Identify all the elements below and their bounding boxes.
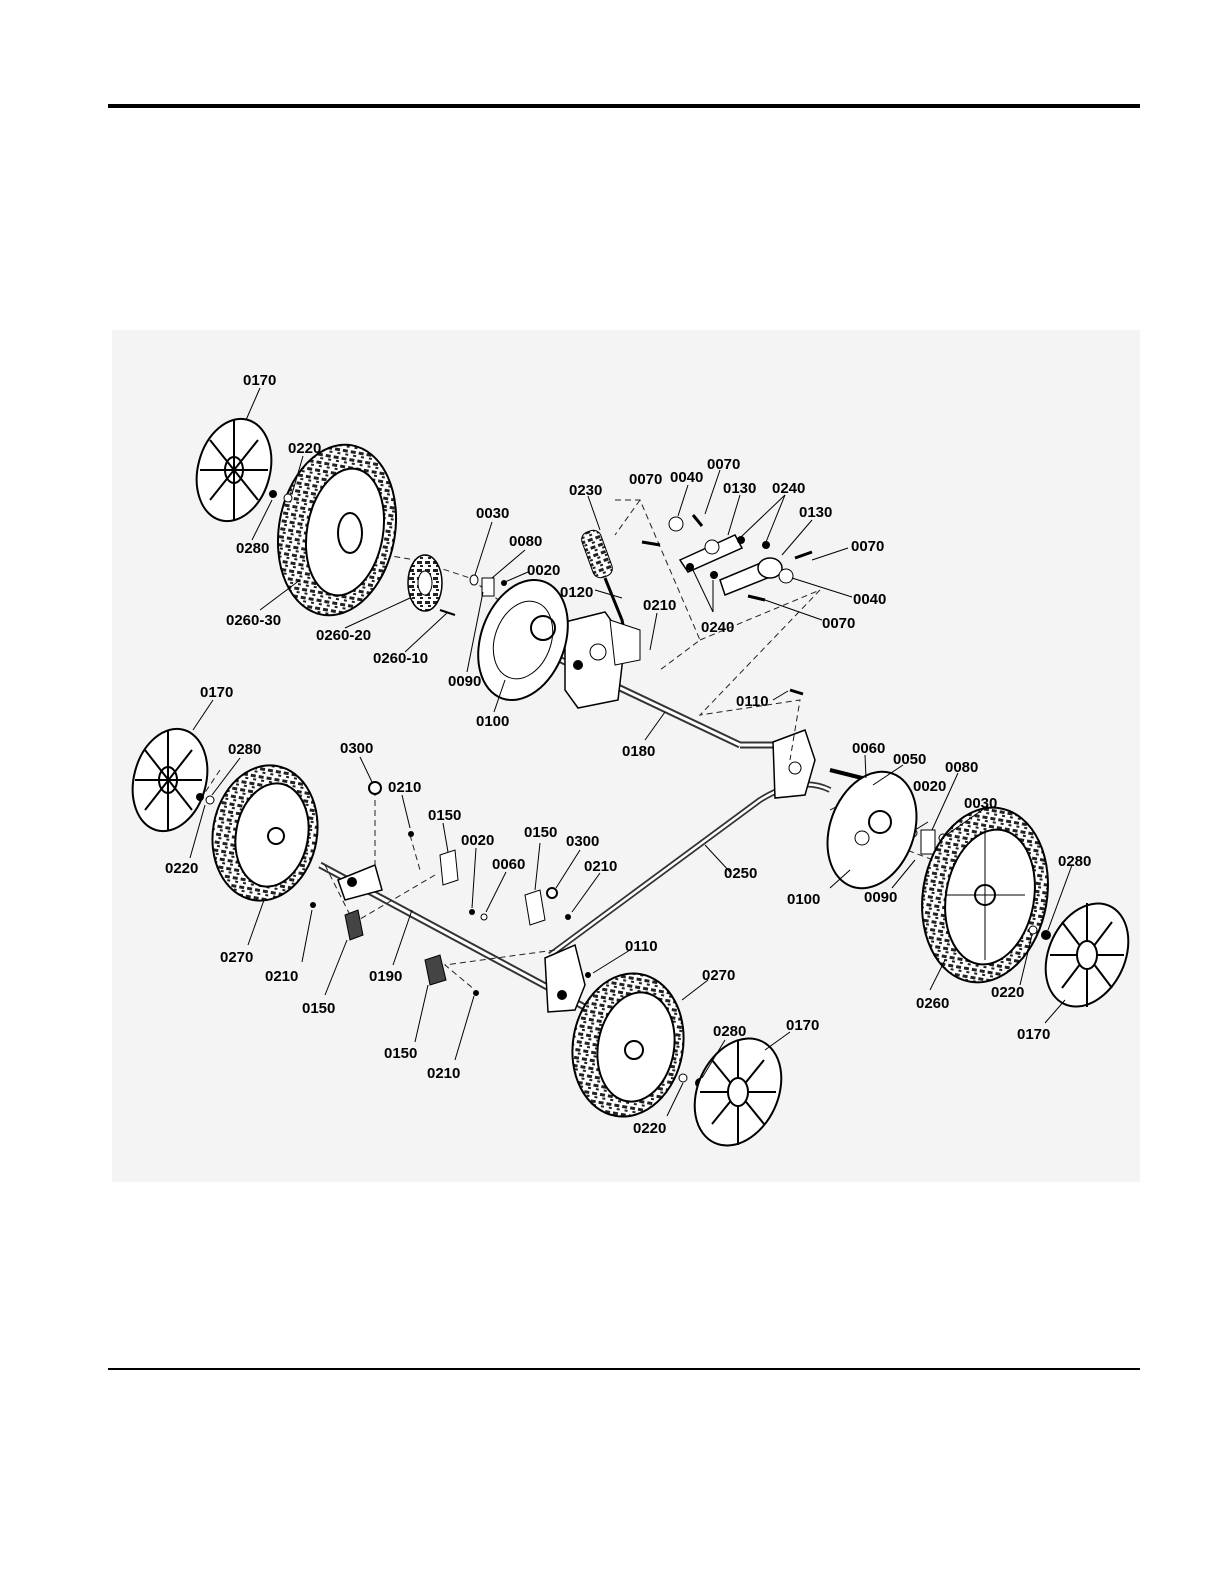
- label-0060-middle: 0060: [492, 856, 525, 873]
- label-0130-b: 0130: [799, 504, 832, 521]
- label-0270-front-left: 0270: [220, 949, 253, 966]
- rear-left-hubcap-0170: [195, 417, 273, 523]
- label-0280-front-right: 0280: [713, 1023, 746, 1040]
- label-0260-10: 0260-10: [373, 650, 428, 667]
- label-0070-b: 0070: [707, 456, 740, 473]
- bottom-rule: [108, 1368, 1140, 1370]
- label-0260-right: 0260: [916, 995, 949, 1012]
- label-0280-right: 0280: [1058, 853, 1091, 870]
- top-rule: [108, 104, 1140, 108]
- rear-right-fasteners: [1028, 925, 1051, 940]
- rear-left-wheel-0260-30: [276, 443, 398, 617]
- front-left-wheel-0270: [211, 764, 319, 902]
- label-0250: 0250: [724, 865, 757, 882]
- label-0170-front-left: 0170: [200, 684, 233, 701]
- rear-right-hubcap-0170: [1044, 902, 1130, 1008]
- clips-and-fasteners: [310, 781, 591, 996]
- rear-right-wheel-0260: [921, 806, 1049, 984]
- label-0300-a: 0300: [340, 740, 373, 757]
- label-0210-d: 0210: [265, 968, 298, 985]
- label-0210-c: 0210: [584, 858, 617, 875]
- left-front-bracket: [337, 863, 383, 901]
- label-0040-b: 0040: [853, 591, 886, 608]
- label-0170-right: 0170: [1017, 1026, 1050, 1043]
- rear-left-disc-0100: [477, 578, 569, 702]
- left-bracket-plate: [564, 611, 626, 709]
- label-0070-d: 0070: [822, 615, 855, 632]
- rear-left-gear-0260-20: [407, 554, 443, 612]
- label-0270-front-right: 0270: [702, 967, 735, 984]
- label-0130-a: 0130: [723, 480, 756, 497]
- label-0240-b: 0240: [701, 619, 734, 636]
- label-0230: 0230: [569, 482, 602, 499]
- label-0220-right: 0220: [991, 984, 1024, 1001]
- label-0280-rear-left: 0280: [236, 540, 269, 557]
- front-bracket-plate: [544, 943, 586, 1013]
- label-0260-30: 0260-30: [226, 612, 281, 629]
- label-0150-a: 0150: [428, 807, 461, 824]
- label-0150-b: 0150: [524, 824, 557, 841]
- label-0020-right: 0020: [913, 778, 946, 795]
- front-right-hubcap-0170: [693, 1037, 783, 1147]
- label-0170-front-right: 0170: [786, 1017, 819, 1034]
- label-0110-rear: 0110: [736, 693, 769, 710]
- label-0100-rear-left: 0100: [476, 713, 509, 730]
- linkage-parts: [641, 514, 813, 696]
- label-0150-c: 0150: [302, 1000, 335, 1017]
- label-0080-right: 0080: [945, 759, 978, 776]
- label-0180: 0180: [622, 743, 655, 760]
- label-0110-front: 0110: [625, 938, 658, 955]
- front-left-small-parts: [196, 793, 215, 805]
- label-0020-middle: 0020: [461, 832, 494, 849]
- label-0260-20: 0260-20: [316, 627, 371, 644]
- label-0220-front-left: 0220: [165, 860, 198, 877]
- label-0300-b: 0300: [566, 833, 599, 850]
- label-0220-front-right: 0220: [633, 1120, 666, 1137]
- label-0220-rear-left: 0220: [288, 440, 321, 457]
- label-0040-a: 0040: [670, 469, 703, 486]
- label-0280-front-left: 0280: [228, 741, 261, 758]
- label-0210-lever: 0210: [643, 597, 676, 614]
- front-right-wheel-0270: [571, 972, 685, 1118]
- label-0120: 0120: [560, 584, 593, 601]
- right-bracket-plate: [772, 729, 816, 799]
- label-0060-right: 0060: [852, 740, 885, 757]
- label-0090-right: 0090: [864, 889, 897, 906]
- label-0240-a: 0240: [772, 480, 805, 497]
- label-0030-rear-left: 0030: [476, 505, 509, 522]
- part-labels: 0170 0220 0280 0260-30 0260-20 0260-10 0…: [165, 372, 1091, 1137]
- label-0190: 0190: [369, 968, 402, 985]
- label-0210-b: 0210: [388, 779, 421, 796]
- label-0170-rear-left: 0170: [243, 372, 276, 389]
- leader-lines: [189, 387, 1073, 1117]
- label-0210-e: 0210: [427, 1065, 460, 1082]
- front-left-hubcap-0170: [131, 727, 209, 833]
- label-0080-rear-left: 0080: [509, 533, 542, 550]
- label-0050: 0050: [893, 751, 926, 768]
- label-0070-a: 0070: [629, 471, 662, 488]
- height-adjust-lever: [581, 529, 641, 666]
- label-0150-d: 0150: [384, 1045, 417, 1062]
- label-0020-rear-left: 0020: [527, 562, 560, 579]
- label-0030-right: 0030: [964, 795, 997, 812]
- label-0070-c: 0070: [851, 538, 884, 555]
- label-0090-rear-left: 0090: [448, 673, 481, 690]
- label-0100-right: 0100: [787, 891, 820, 908]
- rear-right-disc-0100: [826, 770, 918, 890]
